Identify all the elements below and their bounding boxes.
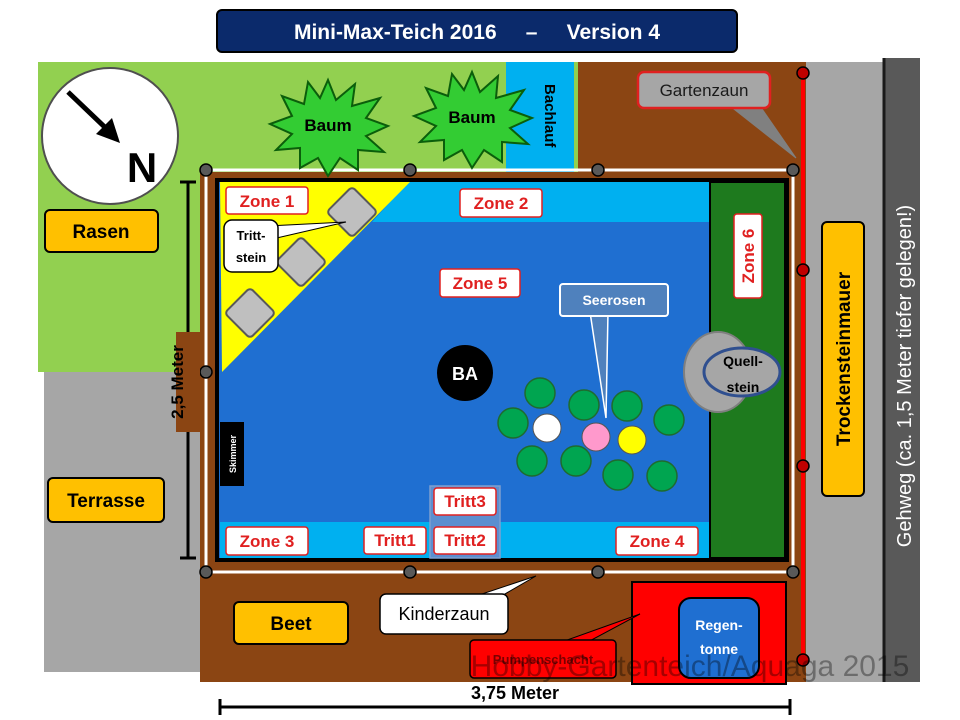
lily-pad	[602, 459, 634, 491]
tree-starburst	[411, 69, 535, 170]
tree-label: Baum	[448, 108, 495, 127]
zone4-label: Zone 4	[630, 532, 685, 551]
quellstein-label-box	[702, 346, 782, 398]
tritt2-label: Tritt2	[444, 531, 486, 550]
lily-flower-pink	[581, 422, 611, 452]
title-banner	[216, 9, 738, 53]
lily-flower-white	[532, 413, 562, 443]
tritt1-label: Tritt1	[374, 531, 416, 550]
beet-label-box	[233, 601, 349, 645]
lily-pad	[653, 404, 685, 436]
kinderzaun-label: Kinderzaun	[398, 604, 489, 624]
gartenzaun-callout	[636, 70, 772, 110]
regentonne-label-line1: Regen-	[695, 617, 743, 633]
regentonne-label-line2: tonne	[700, 641, 738, 657]
gehweg-sidewalk	[884, 58, 920, 682]
stepping-stone	[276, 237, 326, 287]
trittstein-label-line2: stein	[236, 250, 266, 265]
rasen-label-box	[44, 209, 159, 253]
beet-label: Beet	[270, 614, 312, 635]
rasen-label: Rasen	[72, 222, 129, 243]
lily-pad	[568, 389, 600, 421]
lily-pad	[560, 445, 592, 477]
tree-label: Baum	[304, 116, 351, 135]
kinderzaun-posts	[199, 163, 800, 579]
trockensteinmauer-label: Trockensteinmauer	[834, 271, 855, 446]
skimmer-box	[220, 422, 244, 486]
quellstein-label-line1: Quell-	[723, 353, 763, 369]
compass-letter: N	[127, 144, 157, 191]
stepping-stone	[225, 288, 275, 338]
height-dimension-label: 2,5 Meter	[168, 345, 187, 419]
zone5-label: Zone 5	[453, 274, 508, 293]
pumpenschacht-label: Pumpenschacht	[493, 652, 594, 667]
gehweg-label: Gehweg (ca. 1,5 Meter tiefer gelegen!)	[894, 205, 916, 547]
seerosen-label: Seerosen	[582, 292, 645, 308]
skimmer-label: Skimmer	[228, 434, 238, 473]
lily-pad	[646, 460, 678, 492]
zone6-label: Zone 6	[739, 229, 758, 284]
bodenablauf-label: BA	[452, 364, 478, 384]
lily-pad	[524, 377, 556, 409]
pumpenschacht-callout	[469, 639, 617, 679]
width-dimension-label: 3,75 Meter	[471, 683, 559, 703]
north-arrow-head-icon	[96, 118, 120, 143]
gartenzaun-label: Gartenzaun	[660, 81, 749, 100]
trittstein-label-line1: Tritt-	[237, 228, 266, 243]
zone2-label: Zone 2	[474, 194, 529, 213]
width-dimension	[218, 699, 792, 715]
bachlauf-label: Bachlauf	[541, 84, 558, 148]
regentonne-box	[678, 597, 760, 679]
tritt3-label: Tritt3	[444, 492, 486, 511]
lily-pad	[497, 407, 529, 439]
height-dimension	[176, 180, 200, 560]
tritt-labels: Tritt1 Tritt2 Tritt3	[363, 487, 497, 555]
compass: N	[41, 67, 179, 205]
terrasse-label-box	[47, 477, 165, 523]
lily-flower-yellow	[617, 425, 647, 455]
lily-pad	[516, 445, 548, 477]
lily-pad	[611, 390, 643, 422]
water-lilies	[497, 377, 685, 492]
watermark-text: Hobby-Gartenteich/Aquaga 2015	[471, 650, 910, 683]
zone-labels: Zone 1 Zone 2 Zone 5 Zone 3 Zone 4 Zone …	[225, 186, 763, 556]
kinderzaun-callout	[379, 593, 509, 635]
terrasse-label: Terrasse	[67, 491, 145, 512]
tree-starburst	[267, 77, 391, 178]
seerosen-callout	[559, 283, 669, 317]
trockensteinmauer-label-box	[821, 221, 865, 497]
quellstein-label-line2: stein	[727, 379, 760, 395]
trittstein-callout	[223, 219, 279, 273]
page-title: Mini-Max-Teich 2016 – Version 4	[294, 21, 660, 44]
bodenablauf-circle	[437, 345, 493, 401]
zone3-label: Zone 3	[240, 532, 295, 551]
gartenzaun-posts	[796, 66, 810, 667]
zone1-label: Zone 1	[240, 192, 295, 211]
stepping-stone	[327, 187, 377, 237]
